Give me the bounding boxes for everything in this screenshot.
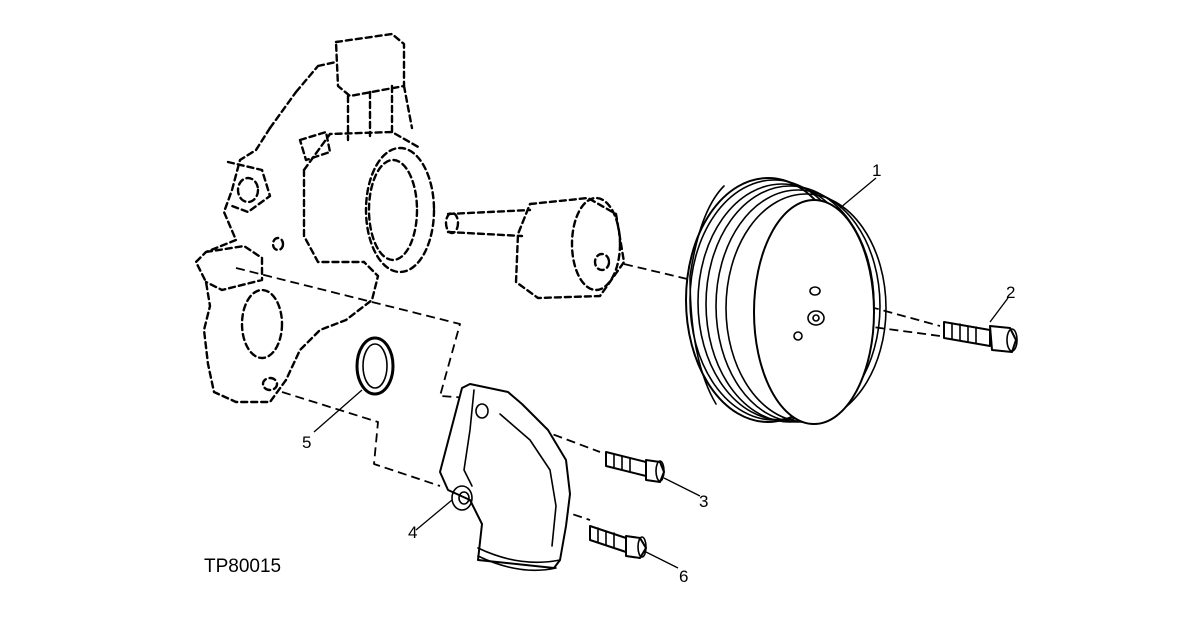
callout-4: 4 <box>408 523 417 542</box>
pulley-cap-screw <box>943 321 1018 353</box>
leader-lines <box>313 177 1009 569</box>
callout-6: 6 <box>679 567 688 586</box>
impeller-shaft-phantom <box>444 196 626 300</box>
pulley <box>685 177 887 425</box>
outlet-elbow <box>439 383 571 572</box>
pump-housing-phantom <box>194 32 436 404</box>
callout-5: 5 <box>302 433 311 452</box>
callout-1: 1 <box>872 161 881 180</box>
figure-id-label: TP80015 <box>204 556 281 577</box>
elbow-cap-screw-lower <box>589 525 647 559</box>
elbow-cap-screw-upper <box>605 451 665 483</box>
callout-3: 3 <box>699 492 708 511</box>
callout-2: 2 <box>1006 283 1015 302</box>
o-ring <box>355 336 395 396</box>
